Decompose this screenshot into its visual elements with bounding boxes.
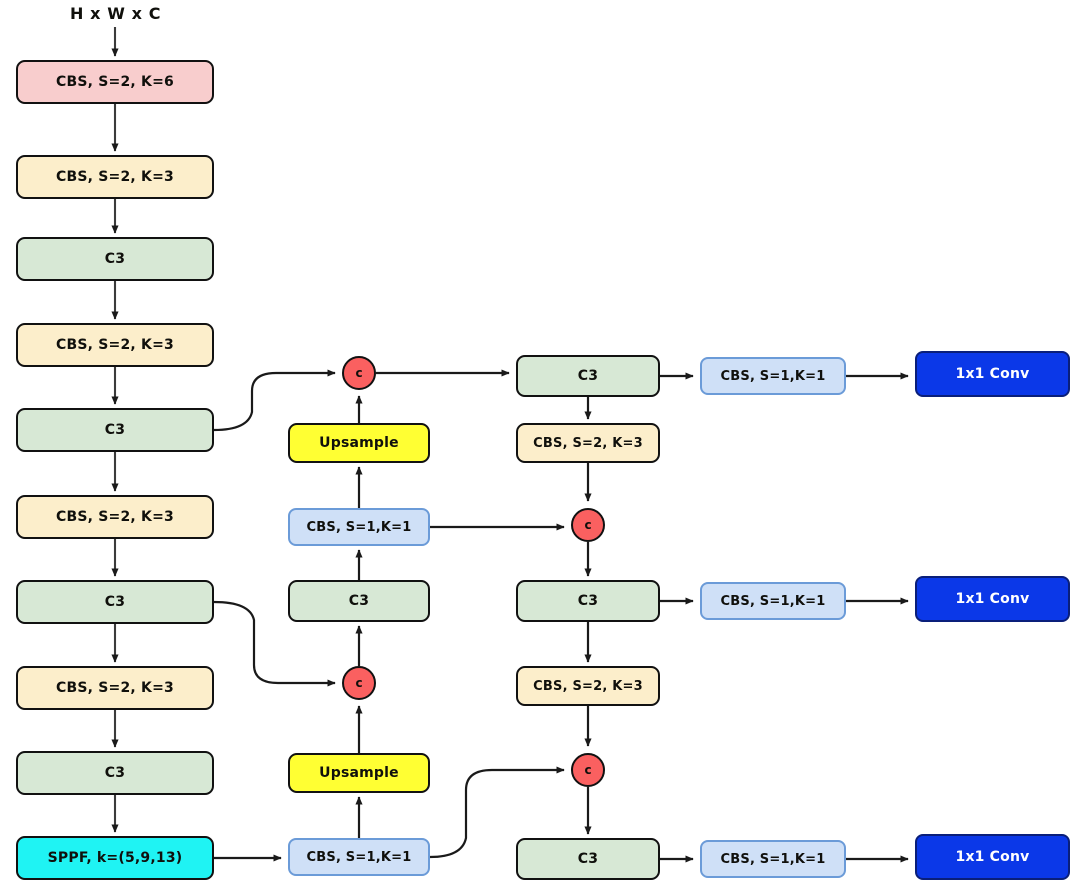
backbone-block-cbs-s2-k6[interactable]: CBS, S=2, K=6 xyxy=(16,60,214,104)
concat-node-2[interactable]: c xyxy=(342,666,376,700)
neck-cbs-s1-k1-1[interactable]: CBS, S=1,K=1 xyxy=(288,508,430,546)
concat-node-4[interactable]: c xyxy=(571,753,605,787)
backbone-block-cbs-s2-k3-d[interactable]: CBS, S=2, K=3 xyxy=(16,666,214,710)
concat-node-1[interactable]: c xyxy=(342,356,376,390)
output-conv-1x1-1[interactable]: 1x1 Conv xyxy=(915,351,1070,397)
head-c3-2[interactable]: C3 xyxy=(516,580,660,622)
neck-upsample-2[interactable]: Upsample xyxy=(288,753,430,793)
head-cbs-s2-k3-1[interactable]: CBS, S=2, K=3 xyxy=(516,423,660,463)
concat-node-3[interactable]: c xyxy=(571,508,605,542)
backbone-block-cbs-s2-k3-a[interactable]: CBS, S=2, K=3 xyxy=(16,155,214,199)
backbone-block-c3-a[interactable]: C3 xyxy=(16,237,214,281)
head-c3-1[interactable]: C3 xyxy=(516,355,660,397)
output-conv-1x1-2[interactable]: 1x1 Conv xyxy=(915,576,1070,622)
neck-c3-1[interactable]: C3 xyxy=(288,580,430,622)
input-tensor-label: H x W x C xyxy=(70,4,162,23)
backbone-block-sppf[interactable]: SPPF, k=(5,9,13) xyxy=(16,836,214,880)
detect-cbs-2[interactable]: CBS, S=1,K=1 xyxy=(700,582,846,620)
neck-upsample-1[interactable]: Upsample xyxy=(288,423,430,463)
backbone-block-c3-d[interactable]: C3 xyxy=(16,751,214,795)
head-c3-3[interactable]: C3 xyxy=(516,838,660,880)
backbone-block-c3-c[interactable]: C3 xyxy=(16,580,214,624)
detect-cbs-3[interactable]: CBS, S=1,K=1 xyxy=(700,840,846,878)
backbone-block-c3-b[interactable]: C3 xyxy=(16,408,214,452)
detect-cbs-1[interactable]: CBS, S=1,K=1 xyxy=(700,357,846,395)
backbone-block-cbs-s2-k3-b[interactable]: CBS, S=2, K=3 xyxy=(16,323,214,367)
output-conv-1x1-3[interactable]: 1x1 Conv xyxy=(915,834,1070,880)
head-cbs-s2-k3-2[interactable]: CBS, S=2, K=3 xyxy=(516,666,660,706)
neck-cbs-s1-k1-2[interactable]: CBS, S=1,K=1 xyxy=(288,838,430,876)
backbone-block-cbs-s2-k3-c[interactable]: CBS, S=2, K=3 xyxy=(16,495,214,539)
